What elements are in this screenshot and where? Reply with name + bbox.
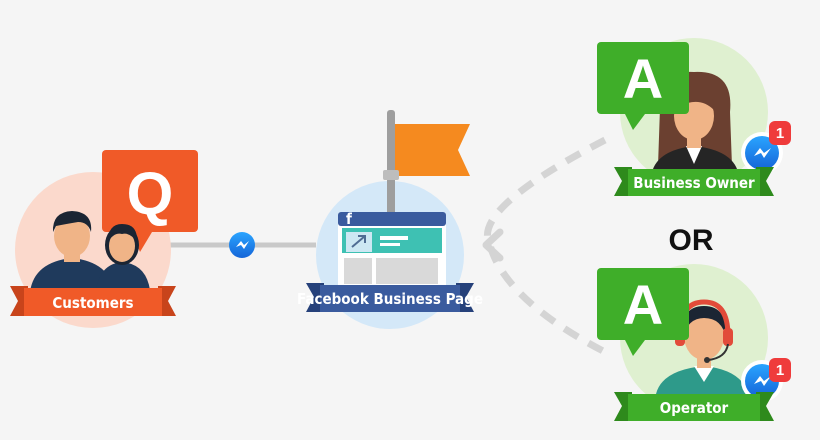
page-ribbon: Facebook Business Page [297,283,483,312]
operator-node: A 1 Operator [597,264,791,421]
answer-bubble-operator: A [597,268,689,356]
customers-ribbon: Customers [10,286,176,316]
or-text: OR [669,224,714,257]
question-bubble: Q [102,150,198,252]
page-label: Facebook Business Page [297,290,483,308]
business-page-window: f [338,210,446,290]
answer-bubble-owner: A [597,42,689,130]
facebook-page-node: f Facebook Business Page [297,110,483,329]
customers-label: Customers [52,294,133,312]
facebook-logo-letter: f [346,210,352,228]
owner-label: Business Owner [633,174,755,192]
customer-male-icon [30,211,114,292]
business-owner-node: A 1 Business Owner [597,38,791,196]
question-letter: Q [127,160,174,227]
operator-ribbon: Operator [614,392,774,421]
customers-node: Q Customers [10,150,198,328]
operator-notification-badge: 1 [769,358,791,382]
owner-ribbon: Business Owner [614,167,774,196]
operator-badge-count: 1 [776,362,784,379]
messenger-icon [229,232,255,258]
operator-icon [656,299,748,394]
owner-badge-count: 1 [776,125,784,142]
dashed-arc-connector [482,136,607,356]
operator-answer-letter: A [623,273,663,336]
flag-icon [383,110,470,222]
customer-female-icon [96,224,150,290]
operator-label: Operator [660,399,729,417]
owner-notification-badge: 1 [769,121,791,145]
owner-answer-letter: A [623,47,663,110]
